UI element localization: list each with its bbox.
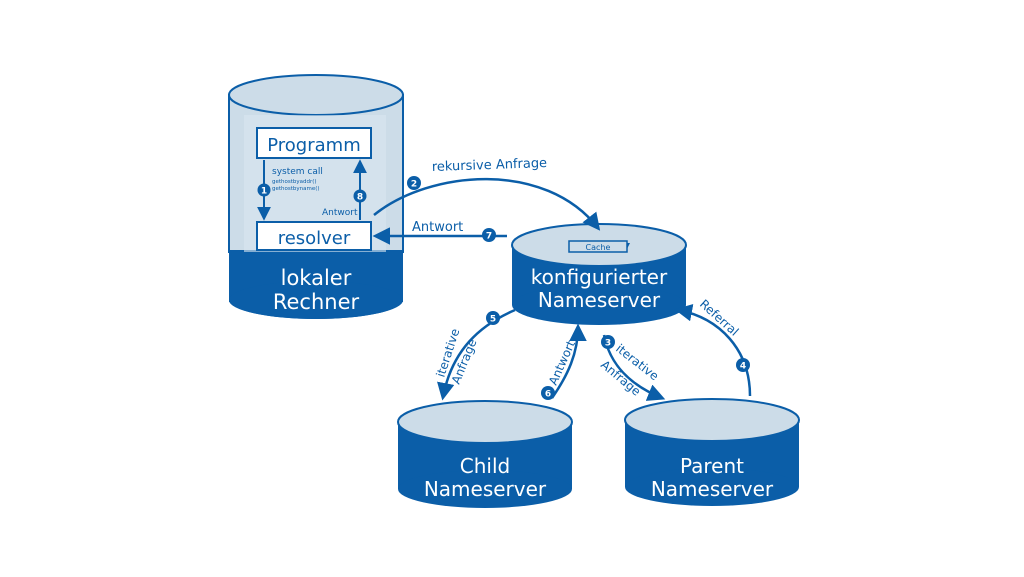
step-badge-1: 1 (257, 183, 271, 197)
svg-text:3: 3 (605, 339, 611, 349)
configured-title-line1: konfigurierter (531, 265, 668, 289)
parent-title-line2: Nameserver (651, 477, 774, 501)
parent-title-line1: Parent (680, 454, 744, 478)
svg-text:4: 4 (740, 362, 746, 372)
resolver-label: resolver (278, 228, 351, 249)
syscall-fn1: gethostbyaddr() (272, 179, 317, 185)
step-badge-8: 8 (353, 189, 367, 203)
step-badge-2: 2 (407, 176, 421, 190)
resolver-box (256, 221, 372, 251)
arrow-child-answer (550, 323, 587, 399)
svg-text:8: 8 (357, 193, 363, 203)
local-title-line2: Rechner (273, 290, 360, 314)
cache-box (568, 240, 630, 253)
answer-label: Antwort (412, 220, 463, 235)
arrow-recursive-query (373, 177, 601, 231)
svg-text:2: 2 (411, 180, 417, 190)
local-title-line1: lokaler (281, 266, 352, 290)
step-badge-3: 3 (601, 335, 615, 349)
svg-text:1: 1 (261, 187, 267, 197)
svg-text:5: 5 (490, 315, 496, 325)
parent-nameserver-cylinder (624, 398, 800, 506)
step-badge-7: 7 (482, 228, 496, 242)
svg-text:7: 7 (486, 232, 492, 242)
child-title-line2: Nameserver (424, 477, 547, 501)
program-label: Programm (267, 135, 360, 156)
recursive-query-label: rekursive Anfrage (432, 156, 548, 175)
configured-title-line2: Nameserver (538, 288, 661, 312)
child-title-line1: Child (460, 454, 510, 478)
syscall-label: system call (272, 167, 323, 177)
step-badge-5: 5 (486, 311, 500, 325)
program-box (256, 127, 372, 159)
local-answer-label: Antwort (322, 208, 358, 218)
step-badge-6: 6 (541, 386, 555, 400)
step-badge-4: 4 (736, 358, 750, 372)
child-nameserver-cylinder (397, 400, 573, 508)
arrow-referral (674, 304, 752, 397)
svg-text:6: 6 (545, 390, 551, 400)
arrow-iterative-to-child (437, 308, 516, 401)
cache-label: Cache (586, 243, 611, 252)
syscall-fn2: gethostbyname() (272, 186, 320, 192)
